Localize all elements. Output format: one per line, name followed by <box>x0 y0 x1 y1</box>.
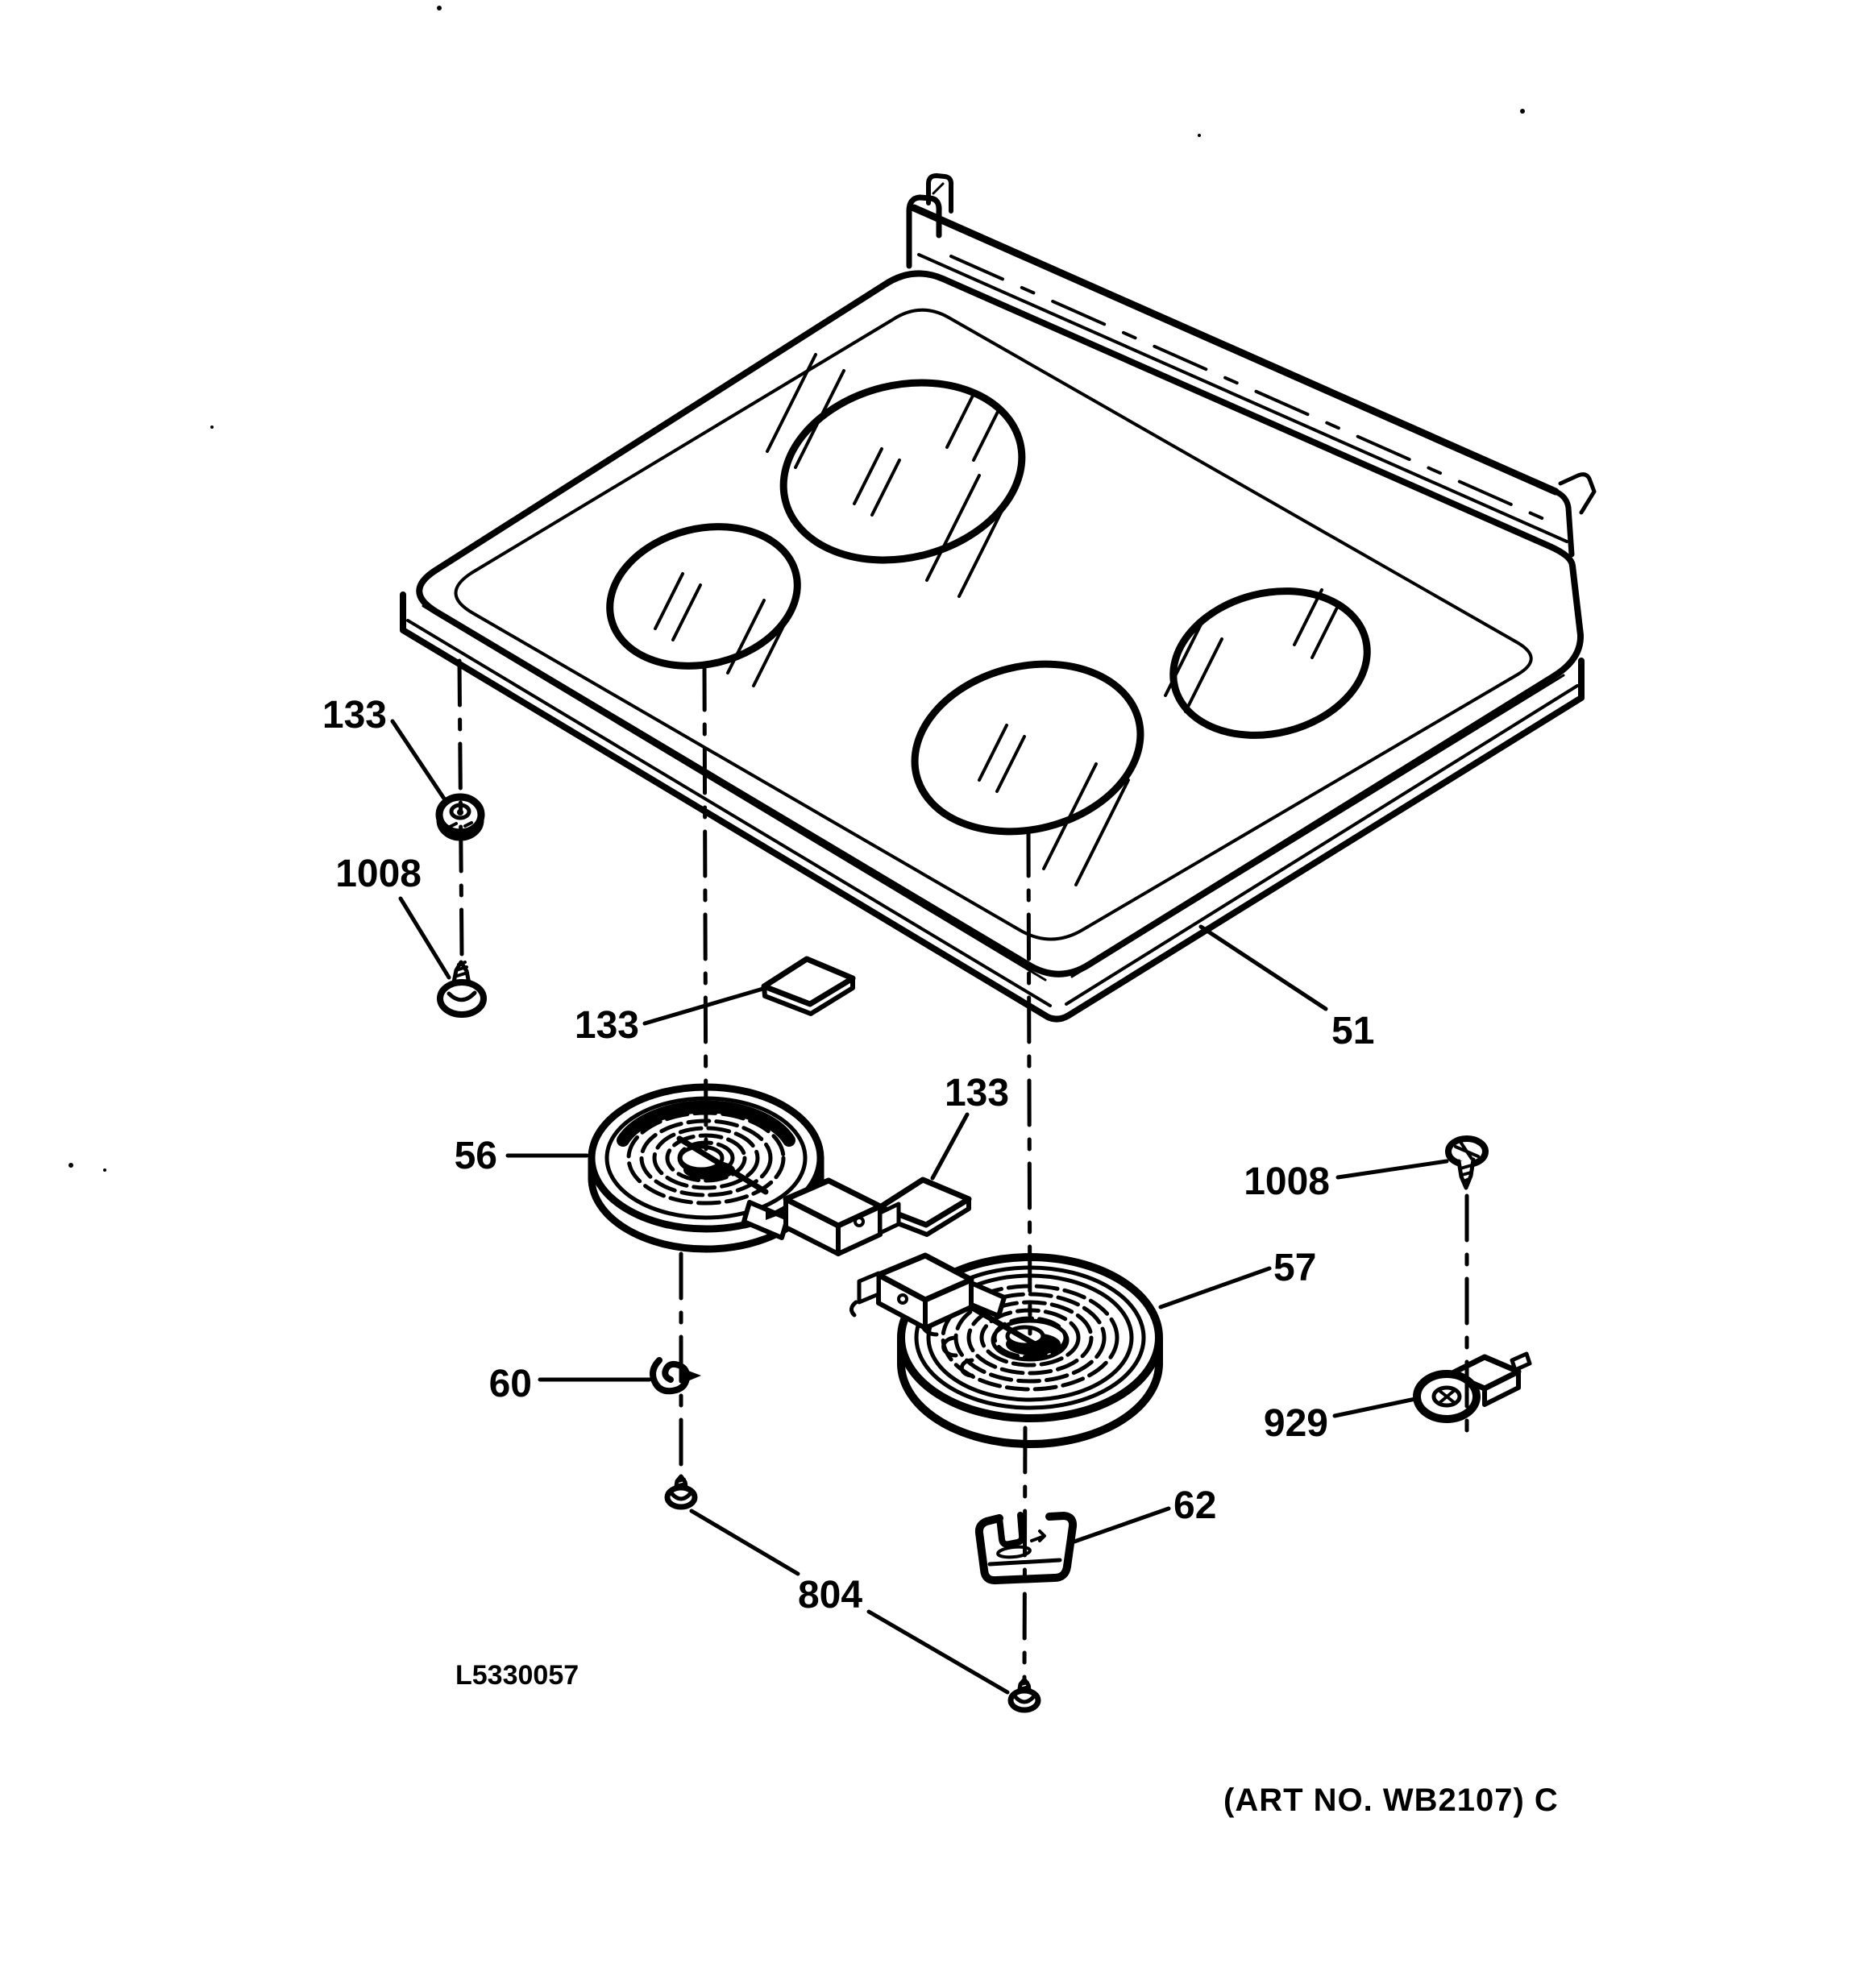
callout-1008-right-label: 1008 <box>1244 1160 1330 1203</box>
leader-line <box>1335 1159 1449 1180</box>
clip-60 <box>650 1357 701 1395</box>
callout-60-label: 60 <box>489 1363 532 1405</box>
document-code: L5330057 <box>455 1660 579 1691</box>
leader-line <box>1072 1506 1171 1544</box>
backsplash-crease-line <box>949 255 1549 522</box>
backsplash-left-bracket-hatch <box>932 182 945 195</box>
screw-804-left <box>664 1474 698 1510</box>
leader-line <box>1198 924 1328 1011</box>
print-speckles <box>69 6 1525 1172</box>
cooktop-main-top <box>400 173 1597 1023</box>
callout-1008-left-label: 1008 <box>335 853 422 895</box>
cooktop-side-wall <box>400 591 1585 1023</box>
centerline-element-57-lower <box>1022 1426 1028 1680</box>
limiter-rod <box>676 1135 769 1195</box>
screw-1008-left <box>437 960 487 1018</box>
callout-1008-left: 1008 <box>335 853 451 980</box>
callouts: 133 1008 133 56 133 51 <box>322 694 1449 1695</box>
callout-62-label: 62 <box>1173 1484 1216 1527</box>
backsplash-top-edge <box>910 204 1560 496</box>
burner-front-left <box>606 523 801 670</box>
callout-929: 929 <box>1264 1397 1418 1445</box>
screw-1008-right <box>1445 1135 1489 1190</box>
backsplash-right-bracket <box>1558 472 1597 515</box>
callout-56: 56 <box>455 1135 589 1177</box>
callout-62: 62 <box>1072 1484 1216 1544</box>
callout-133-pad-left-label: 133 <box>575 1004 639 1047</box>
callout-57: 57 <box>1158 1247 1316 1309</box>
callout-51-label: 51 <box>1331 1010 1374 1052</box>
callout-57-label: 57 <box>1273 1247 1316 1289</box>
callout-929-label: 929 <box>1264 1402 1328 1445</box>
leader-line <box>390 719 447 801</box>
callout-56-label: 56 <box>455 1135 497 1177</box>
backsplash-bottom-inner-line <box>917 253 1568 543</box>
backsplash-left-bracket <box>926 173 954 214</box>
callout-133-pad-right: 133 <box>930 1072 1009 1181</box>
backsplash <box>906 173 1597 558</box>
surface-element-57 <box>849 1252 1163 1448</box>
burner-right <box>1169 587 1371 739</box>
glass-outline <box>416 270 1584 977</box>
callout-133-pad-right-label: 133 <box>945 1072 1009 1114</box>
glass-inner-inset <box>454 308 1533 941</box>
bracket-929 <box>1413 1351 1532 1423</box>
callout-804: 804 <box>689 1509 1010 1695</box>
leader-line <box>866 1609 1010 1695</box>
surface-element-56 <box>588 1083 901 1256</box>
leader-line <box>398 896 451 980</box>
leader-line <box>1158 1266 1272 1309</box>
callout-804-label: 804 <box>798 1574 862 1617</box>
glass-front-lip <box>422 604 1565 982</box>
leader-line <box>642 986 768 1026</box>
leader-line <box>1332 1397 1418 1418</box>
side-wall-rolled-edge <box>406 619 1579 1007</box>
callout-60: 60 <box>489 1363 652 1405</box>
glass-reflection-marks <box>654 353 1341 886</box>
leader-line <box>930 1112 970 1181</box>
callout-133-grommet-label: 133 <box>322 694 387 737</box>
element-56-terminal-box <box>741 1177 901 1256</box>
assembly-centerlines <box>457 658 1469 1680</box>
centerline-element-57-upper <box>1026 829 1032 1336</box>
backsplash-left-end <box>906 194 942 269</box>
burner-rings <box>606 379 1371 836</box>
screw-804-right <box>1007 1677 1041 1713</box>
element-57-terminal-box <box>849 1252 1007 1330</box>
burner-rear-middle <box>779 379 1026 564</box>
leader-line <box>689 1509 800 1576</box>
callout-133-pad-left: 133 <box>575 986 768 1047</box>
insulator-pad-133-left <box>761 956 856 1016</box>
art-number: (ART NO. WB2107) C <box>1223 1783 1559 1818</box>
callout-51: 51 <box>1198 924 1374 1052</box>
backsplash-right-end <box>1552 488 1575 558</box>
callout-1008-right: 1008 <box>1244 1159 1449 1203</box>
centerline-grommet-screw <box>457 658 464 958</box>
burner-front-middle <box>911 660 1144 836</box>
centerline-element-56-upper <box>702 663 708 1158</box>
callout-133-grommet: 133 <box>322 694 447 801</box>
